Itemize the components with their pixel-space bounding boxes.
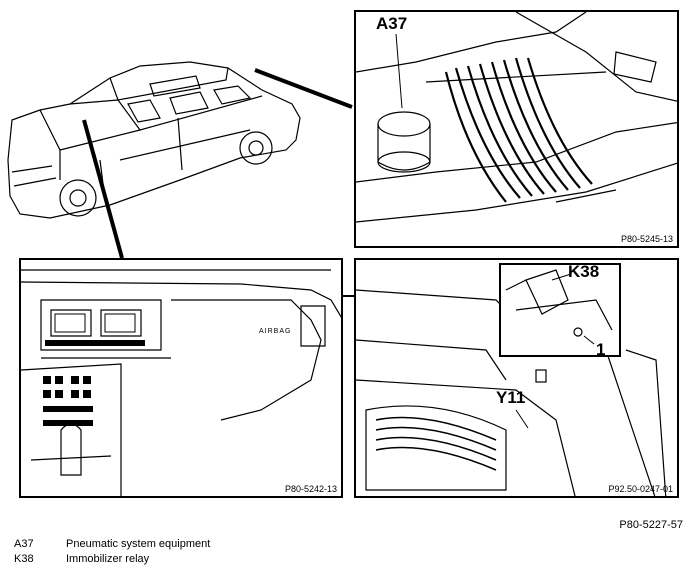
legend: A37 Pneumatic system equipment K38 Immob… [14,537,210,567]
callout-y11: Y11 [496,388,526,407]
immobilizer-relay-panel: K38 1 Y11 P92.50-0247-01 [354,258,679,498]
legend-key: A37 [14,538,34,550]
dashboard-drawing [21,269,341,496]
callout-k38: K38 [568,262,600,281]
dashboard-airbag-text: AIRBAG [259,328,292,335]
figure-reference: P80-5227-57 [619,519,683,531]
callout-1: 1 [596,340,606,359]
dashboard-panel: AIRBAG P80-5242-13 [19,258,343,498]
legend-label: Pneumatic system equipment [66,538,211,550]
immobilizer-relay-drawing [356,263,667,496]
panel-code: P80-5245-13 [620,234,673,244]
legend-key: K38 [14,553,34,565]
legend-label: Immobilizer relay [66,553,150,565]
pneumatic-equipment-panel: A37 P80-5245-13 [354,10,679,248]
legend-row: K38 Immobilizer relay [14,552,210,567]
legend-row: A37 Pneumatic system equipment [14,537,210,552]
callout-a37: A37 [376,14,408,33]
panel-code: P92.50-0247-01 [608,484,673,494]
panel-code: P80-5242-13 [284,484,337,494]
pneumatic-equipment-drawing [356,12,677,223]
